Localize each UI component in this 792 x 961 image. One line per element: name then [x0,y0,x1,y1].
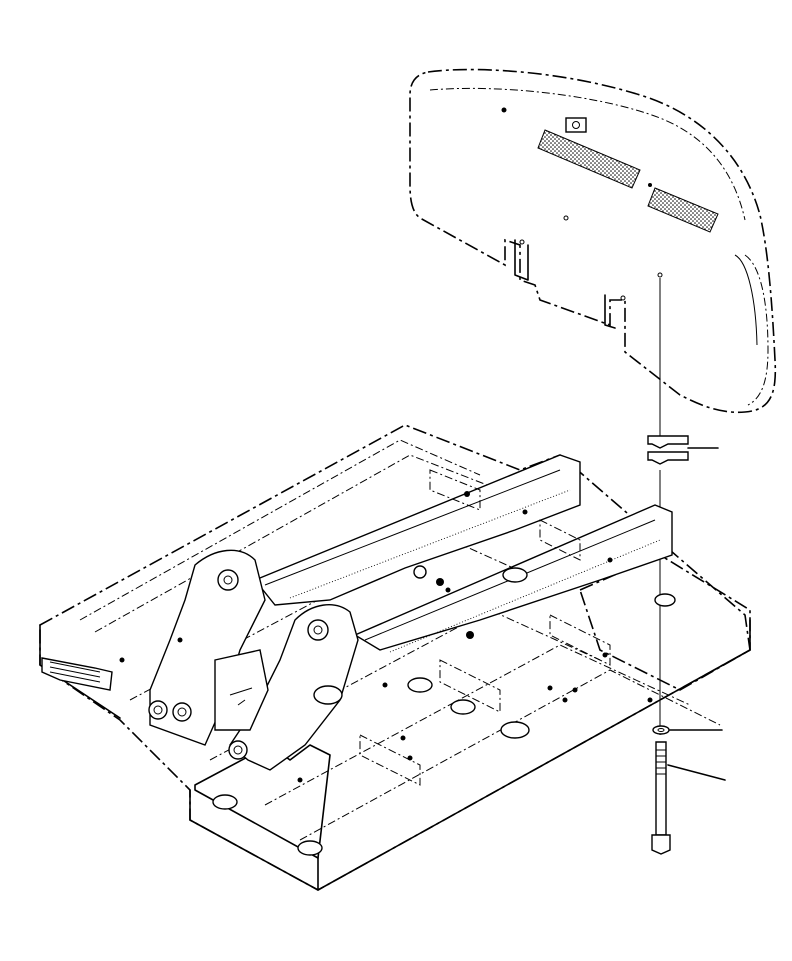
bolt-icon [651,741,671,855]
frame-icon [39,424,751,891]
grille-icon [537,129,641,189]
shim-plate-icon [647,435,689,465]
leader-line [667,764,726,781]
washer-icon [652,725,670,735]
step-icon [41,657,113,691]
grille-icon [647,187,719,233]
lifting-eye-icon [565,117,587,133]
counterweight-icon [409,68,777,414]
